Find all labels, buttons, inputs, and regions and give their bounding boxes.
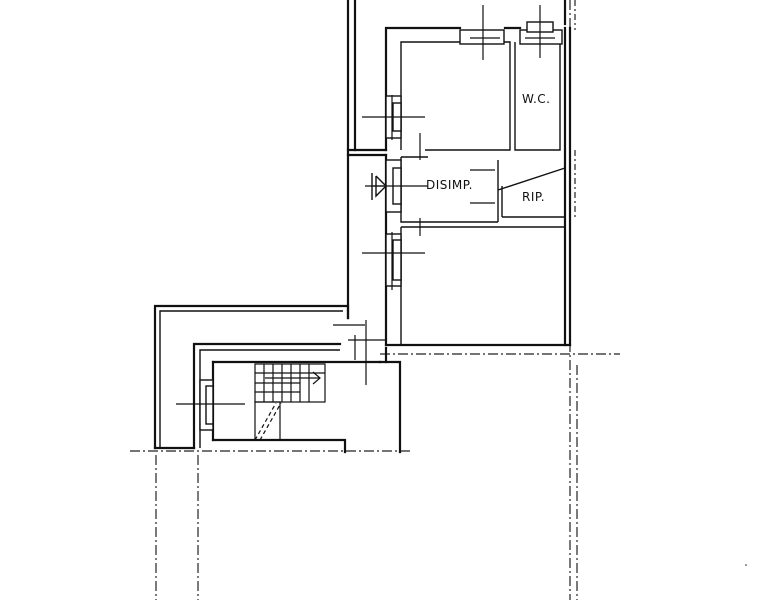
room-label-wc: W.C. bbox=[522, 92, 551, 106]
dot-mark bbox=[745, 564, 747, 566]
room-label-rip: RIP. bbox=[522, 190, 545, 204]
radiators bbox=[176, 5, 563, 431]
walls bbox=[153, 0, 572, 454]
axis-lines bbox=[130, 0, 620, 600]
room-label-disimp: DISIMP. bbox=[426, 178, 473, 192]
staircase bbox=[254, 363, 326, 441]
